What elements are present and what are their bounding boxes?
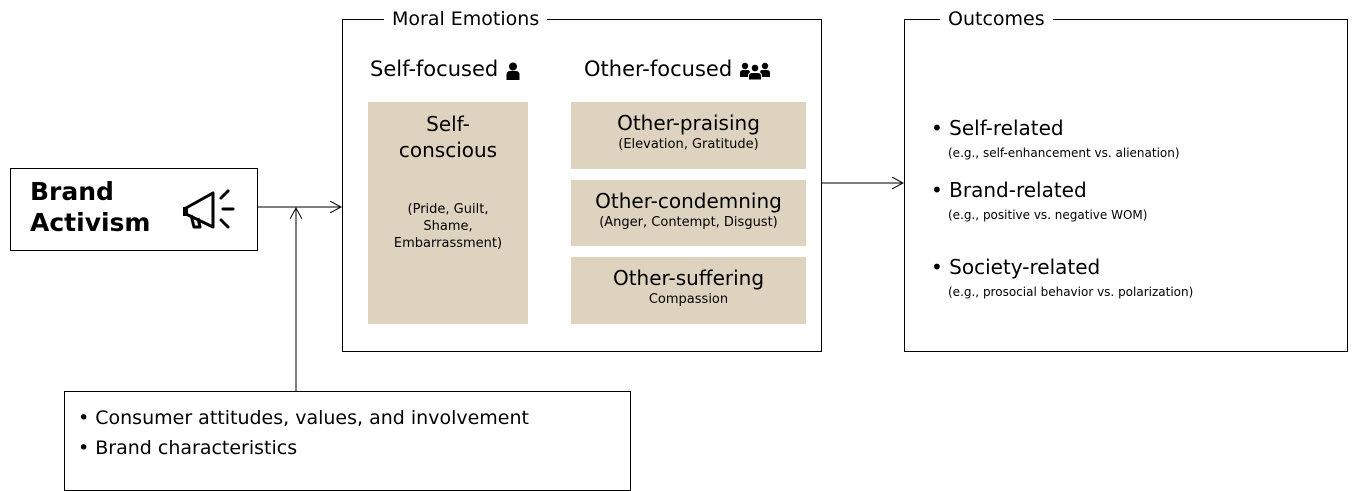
moderators-box: • Consumer attitudes, values, and involv… bbox=[64, 391, 631, 491]
outcome-self-sub: (e.g., self-enhancement vs. alienation) bbox=[948, 146, 1180, 160]
other-condemning-sub: (Anger, Contempt, Disgust) bbox=[599, 215, 778, 230]
outcome-brand-label: Brand-related bbox=[949, 178, 1087, 202]
outcome-brand-title: • Brand-related bbox=[931, 178, 1087, 202]
brand-activism-line1: Brand bbox=[30, 177, 114, 206]
self-conscious-sub-line3: Embarrassment) bbox=[393, 236, 503, 251]
outcome-self-title: • Self-related bbox=[931, 116, 1064, 140]
self-conscious-sub-line2: Shame, bbox=[423, 219, 473, 234]
other-praising-box: Other-praising (Elevation, Gratitude) bbox=[571, 102, 806, 169]
moderator-item: • Consumer attitudes, values, and involv… bbox=[78, 407, 529, 429]
person-icon bbox=[506, 60, 520, 80]
other-praising-title: Other-praising bbox=[617, 111, 760, 135]
brand-activism-line2: Activism bbox=[30, 208, 151, 237]
moderator-consumer-label: Consumer attitudes, values, and involvem… bbox=[95, 407, 529, 429]
self-focused-label: Self-focused bbox=[370, 57, 499, 81]
outcomes-title: Outcomes bbox=[940, 8, 1053, 30]
brand-activism-box: Brand Activism bbox=[10, 168, 258, 251]
outcome-brand-related: • Brand-related (e.g., positive vs. nega… bbox=[931, 177, 1147, 223]
other-condemning-box: Other-condemning (Anger, Contempt, Disgu… bbox=[571, 180, 806, 246]
moderator-brand-label: Brand characteristics bbox=[95, 437, 298, 459]
moral-emotions-title: Moral Emotions bbox=[384, 8, 548, 30]
self-conscious-title-line2: conscious bbox=[398, 138, 498, 162]
self-conscious-box: Self- conscious (Pride, Guilt, Shame, Em… bbox=[368, 102, 528, 324]
megaphone-icon bbox=[179, 187, 241, 233]
moderator-item: • Brand characteristics bbox=[78, 437, 298, 459]
outcome-society-title: • Society-related bbox=[931, 255, 1101, 279]
other-condemning-title: Other-condemning bbox=[595, 189, 782, 213]
other-praising-sub: (Elevation, Gratitude) bbox=[618, 137, 759, 152]
outcome-society-related: • Society-related (e.g., prosocial behav… bbox=[931, 254, 1193, 300]
self-conscious-sub-line1: (Pride, Guilt, bbox=[407, 202, 489, 217]
self-focused-heading: Self-focused bbox=[370, 56, 520, 82]
self-conscious-title-line1: Self- bbox=[426, 112, 470, 136]
outcome-self-label: Self-related bbox=[949, 116, 1064, 140]
outcomes-box bbox=[904, 19, 1348, 352]
outcome-brand-sub: (e.g., positive vs. negative WOM) bbox=[948, 208, 1148, 222]
other-focused-label: Other-focused bbox=[584, 57, 733, 81]
outcome-society-label: Society-related bbox=[949, 255, 1101, 279]
brand-activism-label: Brand Activism bbox=[30, 176, 150, 238]
other-suffering-box: Other-suffering Compassion bbox=[571, 257, 806, 324]
outcome-society-sub: (e.g., prosocial behavior vs. polarizati… bbox=[948, 285, 1194, 299]
other-focused-heading: Other-focused bbox=[584, 56, 771, 82]
other-suffering-title: Other-suffering bbox=[612, 266, 765, 290]
people-group-icon bbox=[740, 60, 771, 81]
outcome-self-related: • Self-related (e.g., self-enhancement v… bbox=[931, 115, 1180, 161]
other-suffering-sub: Compassion bbox=[648, 292, 729, 307]
